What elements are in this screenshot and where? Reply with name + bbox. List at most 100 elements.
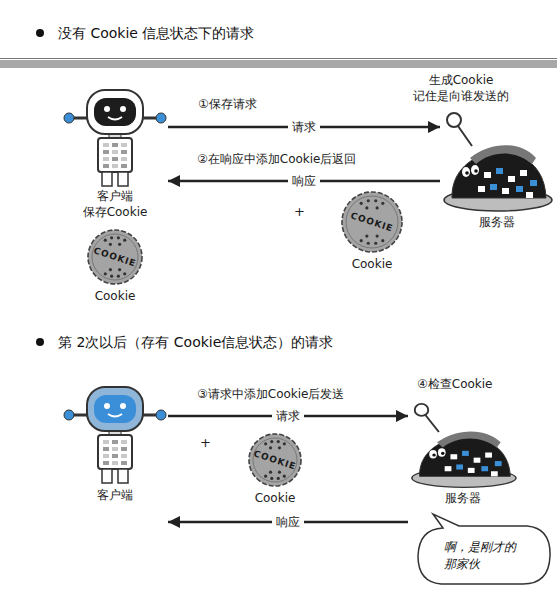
robot-face [94, 98, 136, 126]
server-light [530, 180, 537, 186]
client-node: 客户端 [62, 385, 168, 530]
bubble-inner: 啊，是刚才的那家伙 [415, 514, 553, 586]
server-light [520, 170, 527, 176]
arrow-label: 响应 [272, 514, 304, 530]
robot-head [87, 90, 143, 134]
bullet-dot [36, 338, 44, 346]
robot-head [87, 387, 143, 431]
server-light [481, 466, 488, 471]
server-pupil [474, 169, 478, 173]
cookie-crumb [104, 239, 107, 242]
robot-hand [64, 113, 74, 123]
annotation: + [294, 203, 305, 220]
annotation: + [200, 434, 211, 451]
cookie-crumb [376, 206, 379, 209]
node-illustration [62, 385, 168, 487]
robot-panel [121, 143, 127, 147]
cookie-label: Cookie [86, 288, 144, 304]
robot-face [94, 395, 136, 423]
robot-panel [112, 447, 118, 451]
cookie-crumb [283, 475, 286, 478]
cookie-crumb [117, 275, 120, 278]
annotation: ④检查Cookie [417, 376, 493, 392]
server-light [450, 454, 457, 459]
annotation: ①保存请求 [198, 96, 257, 112]
robot-leg [118, 469, 128, 483]
cookie-crumb [110, 275, 113, 278]
server-light [445, 466, 452, 471]
cookie-crumb [270, 477, 273, 480]
server-antenna [458, 126, 472, 146]
server-light [474, 458, 481, 463]
server-light [495, 461, 502, 466]
bullet-dot [36, 29, 44, 37]
server-light [462, 451, 469, 456]
robot-figure [64, 387, 166, 483]
cookie-crumb [270, 440, 273, 443]
text-block: 客户端 保存Cookie [62, 88, 168, 220]
section-heading: 第 2次以后（存有 Cookie信息状态）的请求 [58, 333, 333, 351]
robot-hand [156, 410, 166, 420]
speech-bubble: 啊，是刚才的那家伙 [415, 514, 553, 598]
cookie-crumb [123, 239, 126, 242]
robot-figure [64, 90, 166, 186]
robot-mouth [108, 414, 122, 417]
server-figure [412, 404, 516, 487]
cookie-node: COOKIECookie [340, 190, 404, 274]
robot-hand [156, 113, 166, 123]
robot-panel [103, 143, 109, 147]
server-pupil [465, 171, 469, 175]
bubble-text: 啊，是刚才的那家伙 [444, 539, 524, 573]
robot-panel [112, 150, 118, 154]
robot-panel [103, 150, 109, 154]
cookie-crumb [381, 239, 384, 242]
robot-panel [103, 440, 109, 444]
robot-panel [112, 454, 118, 458]
server-light [456, 464, 463, 469]
annotation: ③请求中添加Cookie后发送 [197, 386, 345, 402]
server-light [484, 172, 491, 178]
client-node: 客户端 保存Cookie [62, 88, 168, 224]
server-antenna-tip [415, 404, 429, 416]
robot-panel [121, 454, 127, 458]
server-light [526, 192, 533, 198]
node-label: 客户端 保存Cookie [78, 188, 152, 220]
server-eye [438, 448, 446, 457]
robot-eye [104, 403, 110, 409]
cookie-crumb [374, 242, 377, 245]
cookie-node: COOKIECookie [247, 432, 303, 508]
cookie-crumb [367, 199, 370, 202]
grey-band [0, 60, 557, 68]
robot-panel [112, 461, 118, 465]
cookie-node: COOKIECookie [86, 228, 144, 306]
robot-panel [103, 447, 109, 451]
text-block: 服务器 [440, 106, 554, 230]
cookie-crumb [367, 242, 370, 245]
robot-leg [102, 172, 112, 186]
cookie-crumb [104, 272, 107, 275]
server-light [490, 184, 497, 190]
cookie-crumb [264, 475, 267, 478]
server-light [468, 468, 475, 473]
cookie-crumb [117, 236, 120, 239]
node-illustration [408, 398, 518, 490]
robot-mouth [108, 117, 122, 120]
cookie-crumb [381, 202, 384, 205]
robot-panel [103, 164, 109, 168]
robot-panel [121, 157, 127, 161]
server-light [502, 188, 509, 194]
cookie-crumb [376, 234, 379, 237]
server-antenna [425, 415, 439, 432]
cookie-crumb [123, 272, 126, 275]
robot-panel [103, 454, 109, 458]
robot-body [98, 138, 132, 172]
server-light [508, 176, 515, 182]
node-illustration [62, 88, 168, 188]
robot-panel [112, 143, 118, 147]
robot-panel [121, 447, 127, 451]
text-block: 客户端 [62, 385, 168, 503]
server-stripe [437, 431, 501, 447]
server-pupil [441, 452, 444, 455]
cookie-label: Cookie [340, 256, 404, 272]
speech-bubble-outline [418, 514, 550, 584]
